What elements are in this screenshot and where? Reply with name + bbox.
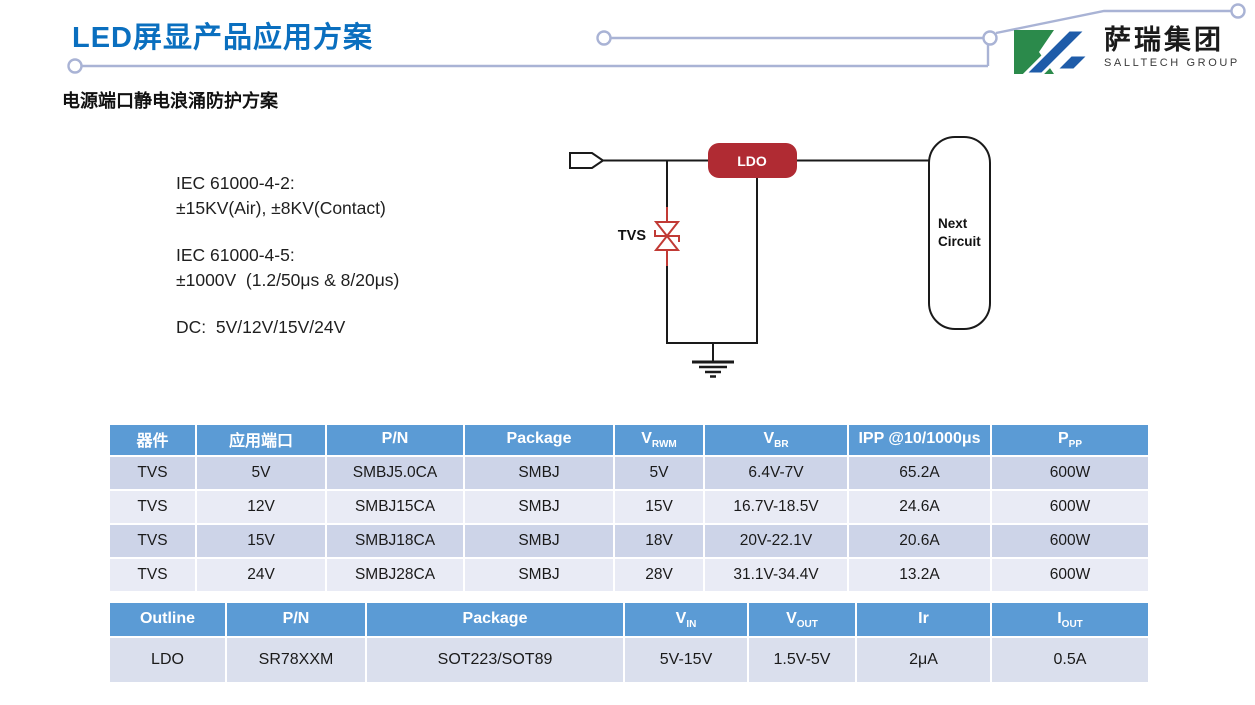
table-cell: 15V [613, 489, 705, 525]
table-row: LDO SR78XXM SOT223/SOT89 5V-15V 1.5V-5V … [108, 636, 1150, 684]
table-cell: 24.6A [847, 489, 992, 525]
ground-icon [692, 360, 734, 378]
table-cell: TVS [108, 557, 197, 593]
table-cell: SMBJ28CA [325, 557, 465, 593]
table-cell: 24V [195, 557, 327, 593]
table-cell: 5V [195, 455, 327, 491]
input-connector-icon [569, 152, 605, 169]
logo-name-cn: 萨瑞集团 [1104, 25, 1224, 55]
table-cell: SOT223/SOT89 [365, 636, 625, 684]
header-row: 器件 应用端口 P/N Package VRWM VBR IPP @10/100… [108, 423, 1150, 457]
table-cell: 6.4V-7V [703, 455, 849, 491]
table-cell: SR78XXM [225, 636, 367, 684]
ldo-label: LDO [737, 153, 767, 169]
spec-line: ±15KV(Air), ±8KV(Contact) [176, 197, 386, 218]
table-cell: 65.2A [847, 455, 992, 491]
column-header: Package [463, 423, 615, 457]
spec-line: ±1000V (1.2/50μs & 8/20μs) [176, 269, 400, 290]
table-cell: SMBJ [463, 489, 615, 525]
tvs-diode-icon [653, 207, 681, 266]
ldo-block: LDO [708, 143, 797, 178]
table-cell: 600W [990, 557, 1150, 593]
column-header: Outline [108, 601, 227, 638]
spec-line: IEC 61000-4-5: [176, 245, 295, 265]
table-cell: 600W [990, 523, 1150, 559]
table-cell: 28V [613, 557, 705, 593]
table-cell: SMBJ15CA [325, 489, 465, 525]
table-cell: 1.5V-5V [747, 636, 857, 684]
column-header: P/N [325, 423, 465, 457]
table-cell: 5V [613, 455, 705, 491]
table-cell: TVS [108, 489, 197, 525]
table-cell: 20V-22.1V [703, 523, 849, 559]
column-header: VOUT [747, 601, 857, 638]
salltech-logo-icon [1014, 28, 1093, 76]
column-header: VRWM [613, 423, 705, 457]
tvs-label: TVS [618, 228, 647, 244]
table-cell: 13.2A [847, 557, 992, 593]
table-cell: SMBJ18CA [325, 523, 465, 559]
table-cell: TVS [108, 523, 197, 559]
tvs-selection-table: 器件 应用端口 P/N Package VRWM VBR IPP @10/100… [108, 423, 1150, 593]
table-cell: 2μA [855, 636, 992, 684]
table-cell: SMBJ [463, 557, 615, 593]
table-cell: TVS [108, 455, 197, 491]
table-cell: 0.5A [990, 636, 1150, 684]
section-subtitle: 电源端口静电浪涌防护方案 [62, 91, 278, 111]
column-header: P/N [225, 601, 367, 638]
header-row: Outline P/N Package VIN VOUT Ir IOUT [108, 601, 1150, 638]
table-cell: 600W [990, 489, 1150, 525]
table-cell: 20.6A [847, 523, 992, 559]
table-cell: SMBJ [463, 455, 615, 491]
page-title: LED屏显产品应用方案 [72, 22, 374, 54]
table-row: TVS 5V SMBJ5.0CA SMBJ 5V 6.4V-7V 65.2A 6… [108, 455, 1150, 491]
company-logo: 萨瑞集团 SALLTECH GROUP [1012, 24, 1240, 80]
table-cell: 18V [613, 523, 705, 559]
column-header: 应用端口 [195, 423, 327, 457]
table-row: TVS 12V SMBJ15CA SMBJ 15V 16.7V-18.5V 24… [108, 489, 1150, 525]
ldo-selection-table: Outline P/N Package VIN VOUT Ir IOUT LDO… [108, 601, 1150, 684]
table-cell: 600W [990, 455, 1150, 491]
table-cell: SMBJ5.0CA [325, 455, 465, 491]
logo-text: 萨瑞集团 SALLTECH GROUP [1104, 24, 1240, 69]
table-cell: 5V-15V [623, 636, 749, 684]
next-circuit-label-line2: Circuit [938, 234, 981, 249]
spec-line: IEC 61000-4-2: [176, 173, 295, 193]
column-header: IOUT [990, 601, 1150, 638]
table-cell: 31.1V-34.4V [703, 557, 849, 593]
circuit-diagram: TVS LDO Next Circuit [569, 136, 991, 378]
table-row: TVS 24V SMBJ28CA SMBJ 28V 31.1V-34.4V 13… [108, 557, 1150, 593]
table-cell: 12V [195, 489, 327, 525]
logo-name-en: SALLTECH GROUP [1104, 57, 1240, 69]
table-row: TVS 15V SMBJ18CA SMBJ 18V 20V-22.1V 20.6… [108, 523, 1150, 559]
next-circuit-label-line1: Next [938, 216, 968, 231]
column-header: IPP @10/1000μs [847, 423, 992, 457]
column-header: Ir [855, 601, 992, 638]
table-cell: 16.7V-18.5V [703, 489, 849, 525]
column-header: VIN [623, 601, 749, 638]
table-cell: LDO [108, 636, 227, 684]
column-header: VBR [703, 423, 849, 457]
column-header: PPP [990, 423, 1150, 457]
column-header: 器件 [108, 423, 197, 457]
spec-line: DC: 5V/12V/15V/24V [176, 317, 346, 337]
next-circuit-block: Next Circuit [928, 136, 991, 330]
table-cell: SMBJ [463, 523, 615, 559]
column-header: Package [365, 601, 625, 638]
spec-text-block: IEC 61000-4-2: ±15KV(Air), ±8KV(Contact)… [176, 171, 399, 363]
table-cell: 15V [195, 523, 327, 559]
